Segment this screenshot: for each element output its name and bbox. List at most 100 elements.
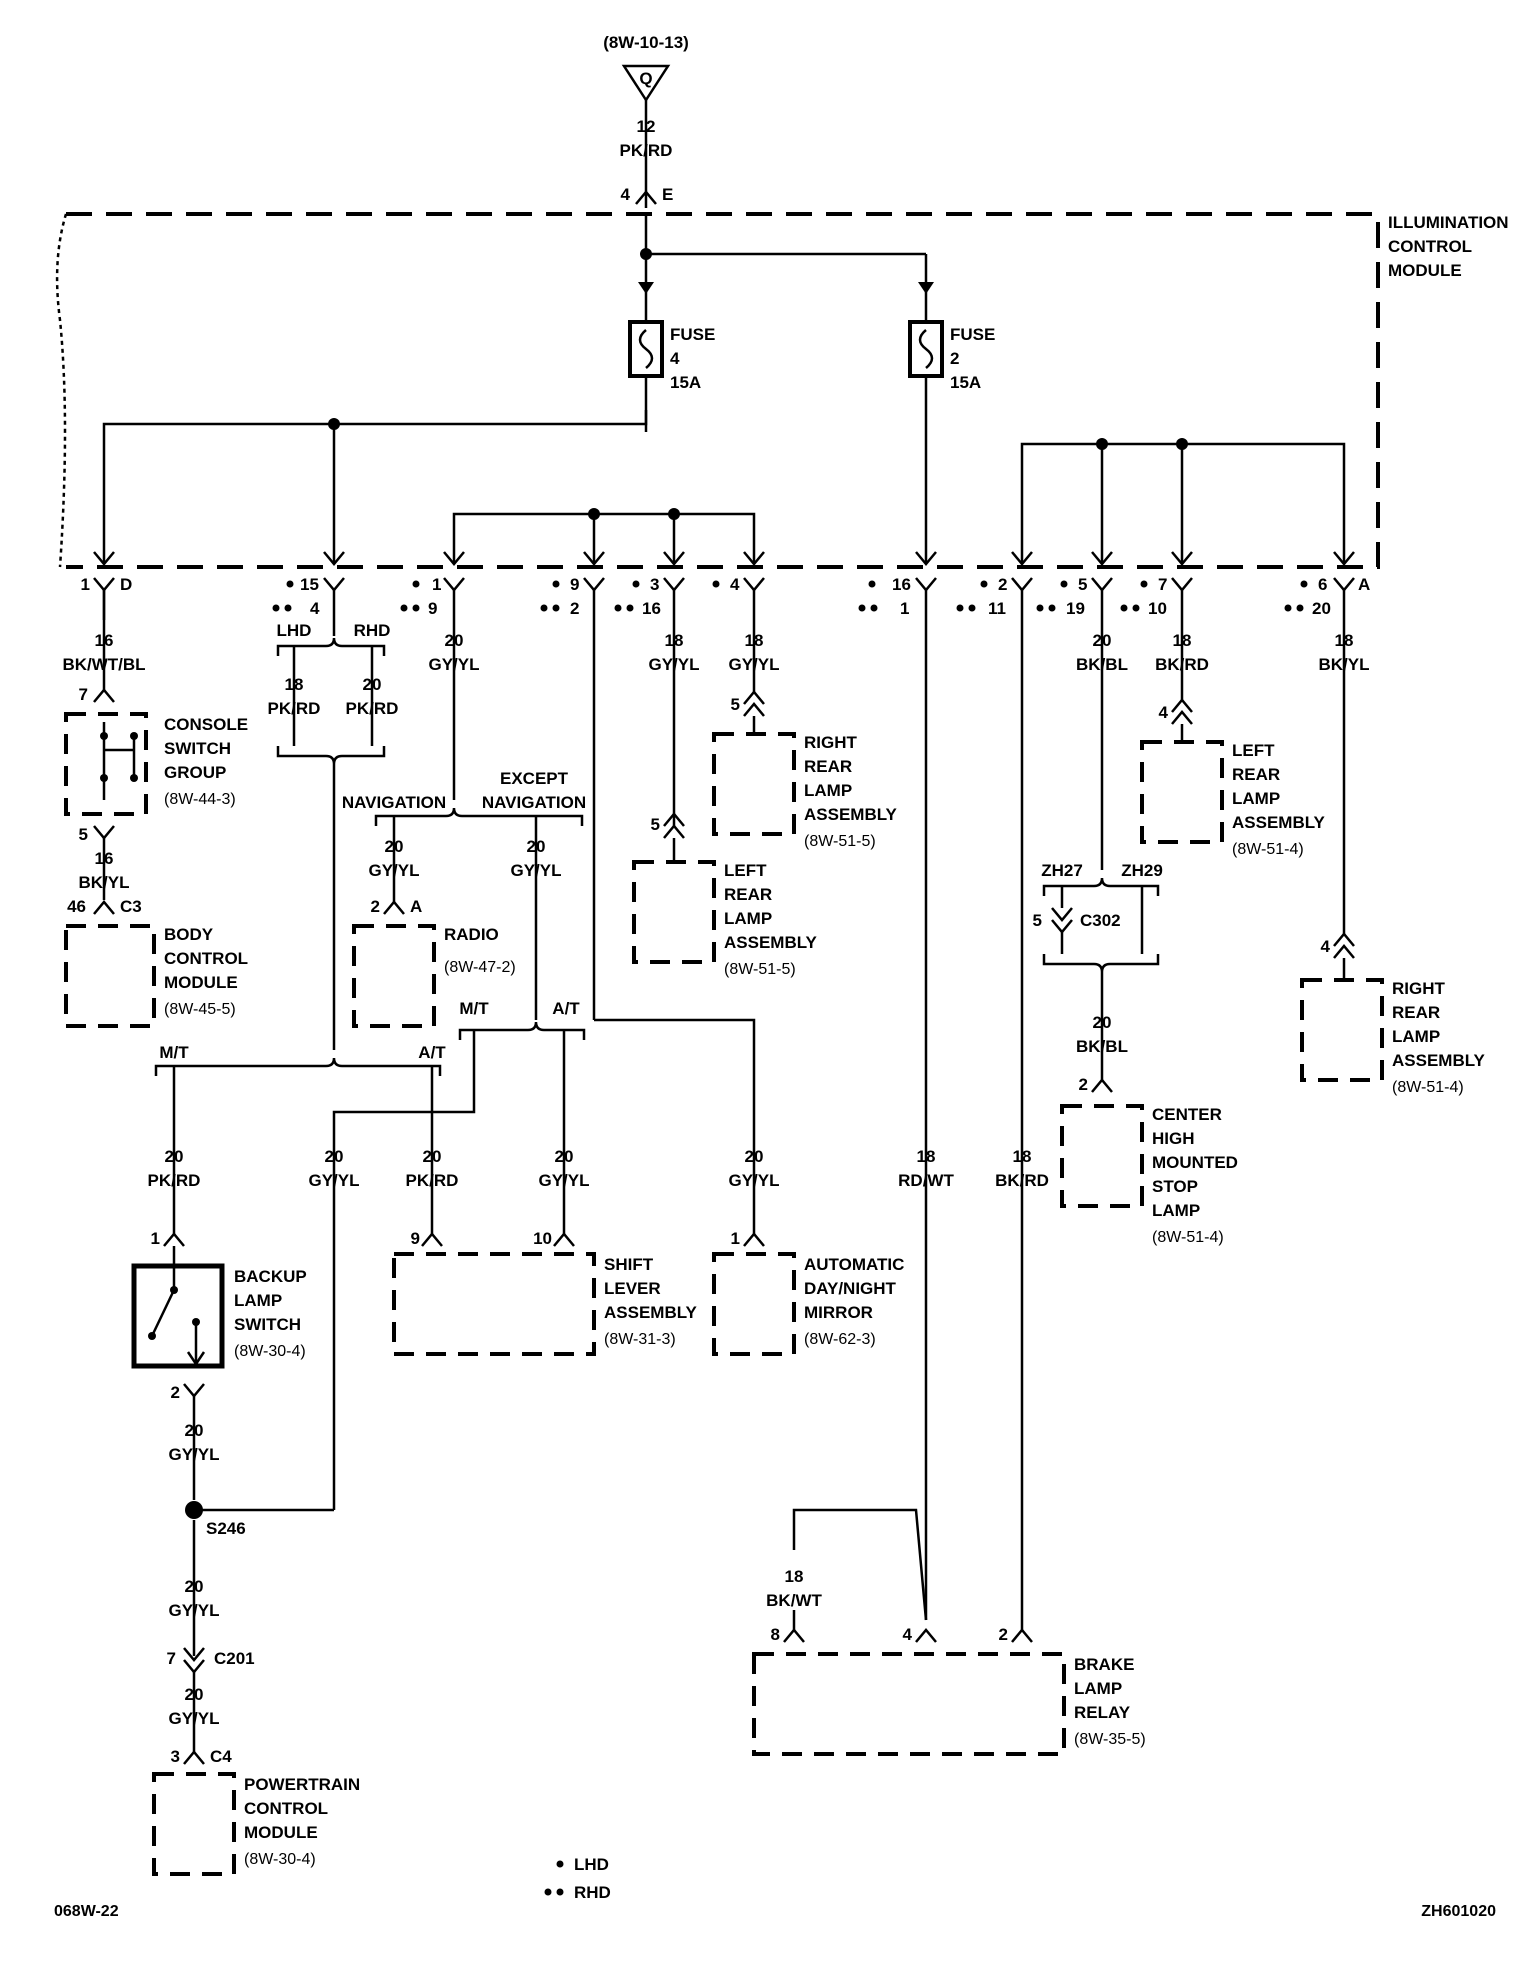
- module-label-1: ILLUMINATION: [1388, 213, 1509, 232]
- svg-text:MIRROR: MIRROR: [804, 1303, 873, 1322]
- svg-text:(8W-31-3): (8W-31-3): [604, 1331, 676, 1348]
- svg-text:16: 16: [892, 575, 911, 594]
- svg-text:18: 18: [785, 1567, 804, 1586]
- svg-text:GY/YL: GY/YL: [368, 861, 419, 880]
- rear-lamp-branch-b: 18 BK/RD 4 LEFT REAR LAMP ASSEMBLY (8W-5…: [1140, 590, 1486, 1096]
- svg-text:(8W-51-4): (8W-51-4): [1232, 841, 1304, 858]
- svg-text:7: 7: [167, 1649, 176, 1668]
- internal-wiring: FUSE 4 15A FUSE 2 15A: [93, 214, 1355, 566]
- svg-text:20: 20: [745, 1147, 764, 1166]
- svg-text:18: 18: [665, 631, 684, 650]
- svg-text:5: 5: [651, 815, 660, 834]
- svg-text:2: 2: [171, 1383, 180, 1402]
- svg-text:LAMP: LAMP: [234, 1291, 282, 1310]
- svg-text:CENTER: CENTER: [1152, 1105, 1222, 1124]
- svg-text:BK/YL: BK/YL: [79, 873, 130, 892]
- svg-text:(8W-47-2): (8W-47-2): [444, 959, 516, 976]
- svg-text:RIGHT: RIGHT: [804, 733, 858, 752]
- svg-text:(8W-30-4): (8W-30-4): [244, 1851, 316, 1868]
- svg-text:GROUP: GROUP: [164, 763, 226, 782]
- svg-text:5: 5: [79, 825, 88, 844]
- svg-text:C3: C3: [120, 897, 142, 916]
- svg-text:1: 1: [432, 575, 441, 594]
- svg-text:DAY/NIGHT: DAY/NIGHT: [804, 1279, 897, 1298]
- svg-text:46: 46: [67, 897, 86, 916]
- svg-text:5: 5: [1078, 575, 1087, 594]
- svg-text:ZH29: ZH29: [1121, 861, 1163, 880]
- svg-text:ASSEMBLY: ASSEMBLY: [1392, 1051, 1486, 1070]
- svg-text:PK/RD: PK/RD: [406, 1171, 459, 1190]
- svg-text:(8W-51-4): (8W-51-4): [1152, 1229, 1224, 1246]
- svg-text:20: 20: [185, 1685, 204, 1704]
- svg-text:1: 1: [731, 1229, 740, 1248]
- svg-text:20: 20: [423, 1147, 442, 1166]
- svg-text:CONTROL: CONTROL: [164, 949, 248, 968]
- source-gauge: 12: [637, 117, 656, 136]
- svg-text:RHD: RHD: [574, 1883, 611, 1902]
- svg-text:LAMP: LAMP: [1232, 789, 1280, 808]
- svg-text:GY/YL: GY/YL: [728, 655, 779, 674]
- svg-text:4: 4: [903, 1625, 913, 1644]
- svg-text:REAR: REAR: [1232, 765, 1280, 784]
- svg-text:1: 1: [81, 575, 90, 594]
- svg-text:9: 9: [428, 599, 437, 618]
- chmsl-branch: 20 BK/BL ZH27 ZH29 5 C302 20 BK/BL 2 CEN…: [1033, 590, 1238, 1246]
- svg-text:LAMP: LAMP: [1152, 1201, 1200, 1220]
- svg-text:20: 20: [1093, 631, 1112, 650]
- svg-text:4: 4: [670, 349, 680, 368]
- svg-text:LEVER: LEVER: [604, 1279, 661, 1298]
- svg-text:20: 20: [445, 631, 464, 650]
- source-ref: (8W-10-13): [603, 33, 689, 52]
- svg-text:18: 18: [745, 631, 764, 650]
- svg-text:HIGH: HIGH: [1152, 1129, 1195, 1148]
- svg-text:BODY: BODY: [164, 925, 214, 944]
- svg-text:BK/BL: BK/BL: [1076, 655, 1128, 674]
- svg-text:C201: C201: [214, 1649, 255, 1668]
- svg-text:GY/YL: GY/YL: [168, 1445, 219, 1464]
- svg-text:GY/YL: GY/YL: [428, 655, 479, 674]
- svg-text:SHIFT: SHIFT: [604, 1255, 654, 1274]
- svg-text:5: 5: [731, 695, 740, 714]
- svg-text:16: 16: [95, 849, 114, 868]
- svg-text:4: 4: [730, 575, 740, 594]
- svg-text:BK/WT/BL: BK/WT/BL: [62, 655, 145, 674]
- svg-text:9: 9: [570, 575, 579, 594]
- svg-text:LAMP: LAMP: [1392, 1027, 1440, 1046]
- svg-text:ASSEMBLY: ASSEMBLY: [604, 1303, 698, 1322]
- module-label-3: MODULE: [1388, 261, 1462, 280]
- svg-text:SWITCH: SWITCH: [164, 739, 231, 758]
- svg-text:9: 9: [411, 1229, 420, 1248]
- svg-text:LAMP: LAMP: [804, 781, 852, 800]
- svg-text:5: 5: [1033, 911, 1042, 930]
- svg-text:BK/RD: BK/RD: [1155, 655, 1209, 674]
- source-connector: E: [662, 185, 673, 204]
- mirror-branch: 20 GY/YL 1 AUTOMATIC DAY/NIGHT MIRROR (8…: [592, 590, 904, 1356]
- svg-text:REAR: REAR: [1392, 1003, 1440, 1022]
- svg-text:EXCEPT: EXCEPT: [500, 769, 569, 788]
- svg-text:RELAY: RELAY: [1074, 1703, 1131, 1722]
- svg-text:RD/WT: RD/WT: [898, 1171, 954, 1190]
- svg-text:7: 7: [1158, 575, 1167, 594]
- svg-text:SWITCH: SWITCH: [234, 1315, 301, 1334]
- svg-text:18: 18: [1013, 1147, 1032, 1166]
- svg-text:20: 20: [165, 1147, 184, 1166]
- svg-text:LAMP: LAMP: [1074, 1679, 1122, 1698]
- svg-text:20: 20: [325, 1147, 344, 1166]
- svg-text:FUSE: FUSE: [950, 325, 995, 344]
- svg-text:MODULE: MODULE: [244, 1823, 318, 1842]
- legend: LHD RHD: [544, 1855, 611, 1902]
- svg-text:4: 4: [1159, 703, 1169, 722]
- svg-text:2: 2: [371, 897, 380, 916]
- svg-text:20: 20: [1312, 599, 1331, 618]
- svg-text:GY/YL: GY/YL: [728, 1171, 779, 1190]
- svg-text:(8W-30-4): (8W-30-4): [234, 1343, 306, 1360]
- svg-text:RHD: RHD: [354, 621, 391, 640]
- svg-text:2: 2: [1079, 1075, 1088, 1094]
- svg-text:M/T: M/T: [459, 999, 489, 1018]
- svg-text:(8W-51-4): (8W-51-4): [1392, 1079, 1464, 1096]
- source-pin: 4: [621, 185, 631, 204]
- svg-text:(8W-62-3): (8W-62-3): [804, 1331, 876, 1348]
- svg-text:NAVIGATION: NAVIGATION: [482, 793, 586, 812]
- illumination-control-module: ILLUMINATION CONTROL MODULE: [55, 212, 1509, 569]
- svg-text:LHD: LHD: [574, 1855, 609, 1874]
